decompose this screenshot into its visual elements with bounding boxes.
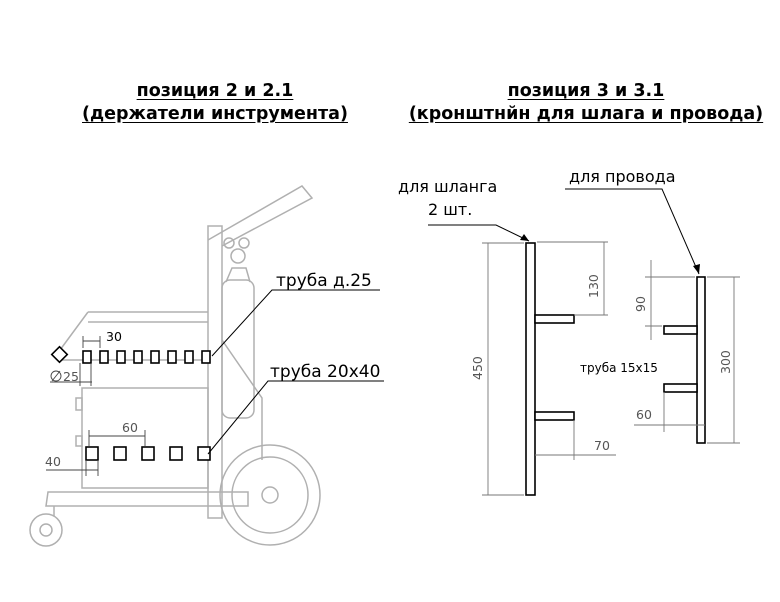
dim-300-value: 300 <box>718 350 733 374</box>
leader-rect-pipe <box>207 380 384 455</box>
round-holder-angled <box>50 345 69 364</box>
hose-bracket-dims <box>482 241 616 496</box>
right-title: позиция 3 и 3.1 (кронштнйн для шлага и п… <box>398 80 774 126</box>
hose-bracket-arm-upper <box>534 314 575 324</box>
label-pipe-15: труба 15х15 <box>580 361 658 375</box>
caster-wheel <box>29 513 63 547</box>
dim-130-line <box>537 241 608 316</box>
right-title-line1: позиция 3 и 3.1 <box>507 81 665 101</box>
dim-90-line <box>645 260 695 340</box>
regulator-gauge-right <box>238 237 250 249</box>
rear-brace <box>221 339 263 460</box>
dim-60r-line <box>634 392 705 432</box>
round-holder <box>82 350 92 364</box>
dim-70-line <box>535 420 616 460</box>
dim-130-value: 130 <box>586 274 601 298</box>
dim-40-value: 40 <box>45 454 61 469</box>
shelf-frame <box>59 311 208 351</box>
leader-hose <box>428 224 530 242</box>
dim-d25-line <box>50 363 92 386</box>
gas-cylinder <box>221 279 255 419</box>
leader-wire <box>565 188 700 275</box>
big-wheel-inner <box>231 456 309 534</box>
hose-bracket-arm-lower <box>534 411 575 421</box>
regulator-gauge-left <box>223 237 235 249</box>
round-holder <box>201 350 211 364</box>
cart-post <box>207 225 223 519</box>
hose-bracket-post <box>525 242 536 496</box>
dim-30-value: 30 <box>106 329 122 344</box>
label-round-pipe: труба д.25 <box>276 271 372 291</box>
left-leaders <box>207 289 384 455</box>
rect-holder <box>85 446 99 461</box>
machine-knob <box>75 397 83 411</box>
right-leaders <box>428 188 700 275</box>
wire-bracket-post <box>696 276 706 444</box>
leader-round-pipe <box>211 289 380 357</box>
right-title-line2: (кронштнйн для шлага и провода) <box>408 104 764 124</box>
rect-holder <box>169 446 183 461</box>
machine-connector <box>75 435 83 447</box>
rect-holder <box>197 446 211 461</box>
wire-bracket-arm-upper <box>663 325 698 335</box>
dim-70-value: 70 <box>594 438 610 453</box>
label-wire: для провода <box>569 167 676 186</box>
left-title: позиция 2 и 2.1 (держатели инструмента) <box>60 80 370 126</box>
dim-40-line <box>46 460 99 476</box>
cart-handle <box>207 185 314 247</box>
left-dimensions <box>46 336 146 476</box>
bottom-frame <box>45 491 249 507</box>
rect-holder <box>113 446 127 461</box>
label-hose-line2: 2 шт. <box>428 200 472 219</box>
dim-90-value: 90 <box>633 296 648 312</box>
rect-holders <box>85 446 211 461</box>
round-holders <box>50 345 211 364</box>
round-holder <box>150 350 160 364</box>
left-title-line2: (держатели инструмента) <box>82 104 348 124</box>
round-holder <box>116 350 126 364</box>
dim-60-value: 60 <box>122 420 138 435</box>
dim-60-line <box>88 430 146 446</box>
diameter-symbol <box>50 370 62 382</box>
left-title-line1: позиция 2 и 2.1 <box>136 81 294 101</box>
hose-bracket <box>525 242 575 496</box>
wire-bracket <box>663 276 706 444</box>
caster-hub <box>39 523 53 537</box>
round-holder <box>184 350 194 364</box>
round-holder <box>99 350 109 364</box>
dim-300-line <box>707 276 740 444</box>
wire-bracket-arm-lower <box>663 383 698 393</box>
rect-holder <box>141 446 155 461</box>
cylinder-neck <box>225 267 251 283</box>
dim-60r-value: 60 <box>636 407 652 422</box>
regulator-gauge <box>230 248 246 264</box>
round-holder <box>133 350 143 364</box>
leader-wire-arrow <box>693 264 700 274</box>
label-rect-pipe: труба 20х40 <box>270 362 380 382</box>
dim-d25-value: 25 <box>63 369 79 384</box>
big-wheel-outer <box>219 444 321 546</box>
dim-30-line <box>82 336 101 348</box>
wire-bracket-dims <box>634 260 740 444</box>
big-wheel-hub <box>261 486 279 504</box>
leader-hose-arrow <box>520 234 529 241</box>
round-holder <box>167 350 177 364</box>
dim-450-line <box>482 242 524 496</box>
diameter-slash <box>51 370 61 382</box>
dim-450-value: 450 <box>470 356 485 380</box>
label-hose-line1: для шланга <box>398 177 497 196</box>
